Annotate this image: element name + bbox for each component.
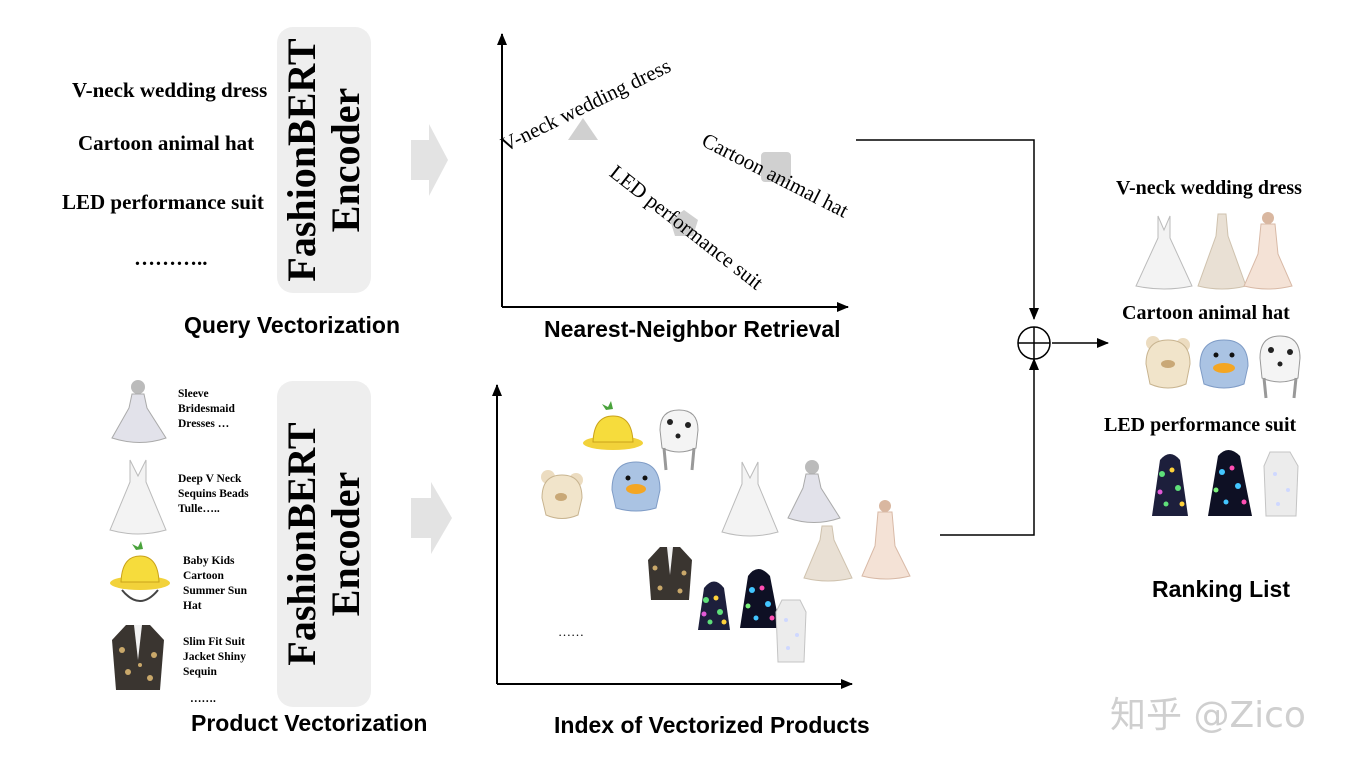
ranking-label: Cartoon animal hat (1122, 302, 1290, 324)
flow-arrow-product (411, 482, 452, 554)
flow-arrow-query (411, 124, 448, 196)
index-ellipsis: …… (558, 624, 584, 639)
square-marker (761, 152, 791, 182)
caption-product-vectorization: Product Vectorization (191, 710, 428, 736)
v-neck-dress-icon (109, 459, 167, 535)
sequin-vest-icon (1263, 451, 1299, 517)
products-ellipsis: ……. (190, 693, 216, 705)
sequin-vest-icon (775, 599, 807, 663)
caption-query-vectorization: Query Vectorization (184, 312, 401, 338)
query-encoder-box: FashionBERT Encoder (277, 27, 371, 293)
product-encoder-box: FashionBERT Encoder (277, 381, 371, 707)
led-hoodie-icon (1152, 454, 1188, 516)
query-text: V-neck wedding dress (72, 78, 268, 102)
led-jacket-icon (740, 569, 780, 628)
sequin-suit-jacket-icon (648, 547, 692, 600)
encoder-label-line: FashionBERT (279, 38, 324, 282)
product-description: Sleeve Bridesmaid Dresses … (178, 388, 235, 430)
encoder-label: FashionBERT Encoder (279, 38, 368, 282)
led-jacket-icon (1208, 450, 1252, 516)
v-neck-dress-icon (721, 461, 779, 537)
product-description: Slim Fit Suit Jacket Shiny Sequin (183, 636, 246, 678)
connector-lines (856, 139, 1109, 536)
encoder-label-line: Encoder (323, 87, 368, 233)
duck-hat-icon (611, 461, 661, 512)
yellow-sun-hat-icon (110, 541, 170, 602)
encoder-label-line: Encoder (323, 471, 368, 617)
champagne-gown-icon (803, 525, 853, 582)
ball-gown-dress-icon (111, 380, 167, 443)
triangle-marker (568, 118, 598, 140)
champagne-gown-icon (1197, 213, 1247, 290)
caption-ranking-list: Ranking List (1152, 576, 1291, 602)
query-text: Cartoon animal hat (78, 131, 255, 155)
index-plot-axes (492, 384, 853, 689)
dalmatian-hat-icon (1259, 335, 1301, 399)
duck-hat-icon (1199, 339, 1249, 389)
product-description: Baby Kids Cartoon Summer Sun Hat (183, 555, 248, 612)
pink-lace-gown-icon (1243, 212, 1293, 290)
query-text: LED performance suit (62, 190, 264, 214)
watermark: 知乎 @Zico (1110, 695, 1306, 736)
ranking-label: V-neck wedding dress (1116, 177, 1302, 199)
fusion-circle-plus-icon (1017, 326, 1051, 360)
bear-hat-icon (541, 470, 583, 519)
caption-nearest-neighbor-retrieval: Nearest-Neighbor Retrieval (544, 316, 841, 342)
caption-index-of-vectorized-products: Index of Vectorized Products (554, 712, 870, 738)
encoder-label-line: FashionBERT (279, 422, 324, 666)
yellow-sun-hat-icon (583, 401, 643, 450)
sequin-suit-jacket-icon (112, 625, 164, 690)
bear-hat-icon (1145, 336, 1191, 389)
retrieval-plot-axes (497, 33, 849, 312)
encoder-label: FashionBERT Encoder (279, 422, 368, 666)
pentagon-marker (670, 210, 698, 236)
ball-gown-dress-icon (787, 460, 841, 523)
pink-lace-gown-icon (861, 500, 911, 580)
led-hoodie-icon (698, 581, 730, 630)
dalmatian-hat-icon (659, 409, 699, 471)
white-gown-icon (1135, 215, 1193, 290)
product-description: Deep V Neck Sequins Beads Tulle….. (178, 473, 249, 515)
query-ellipsis: ……….. (134, 246, 208, 270)
ranking-label: LED performance suit (1104, 414, 1297, 436)
